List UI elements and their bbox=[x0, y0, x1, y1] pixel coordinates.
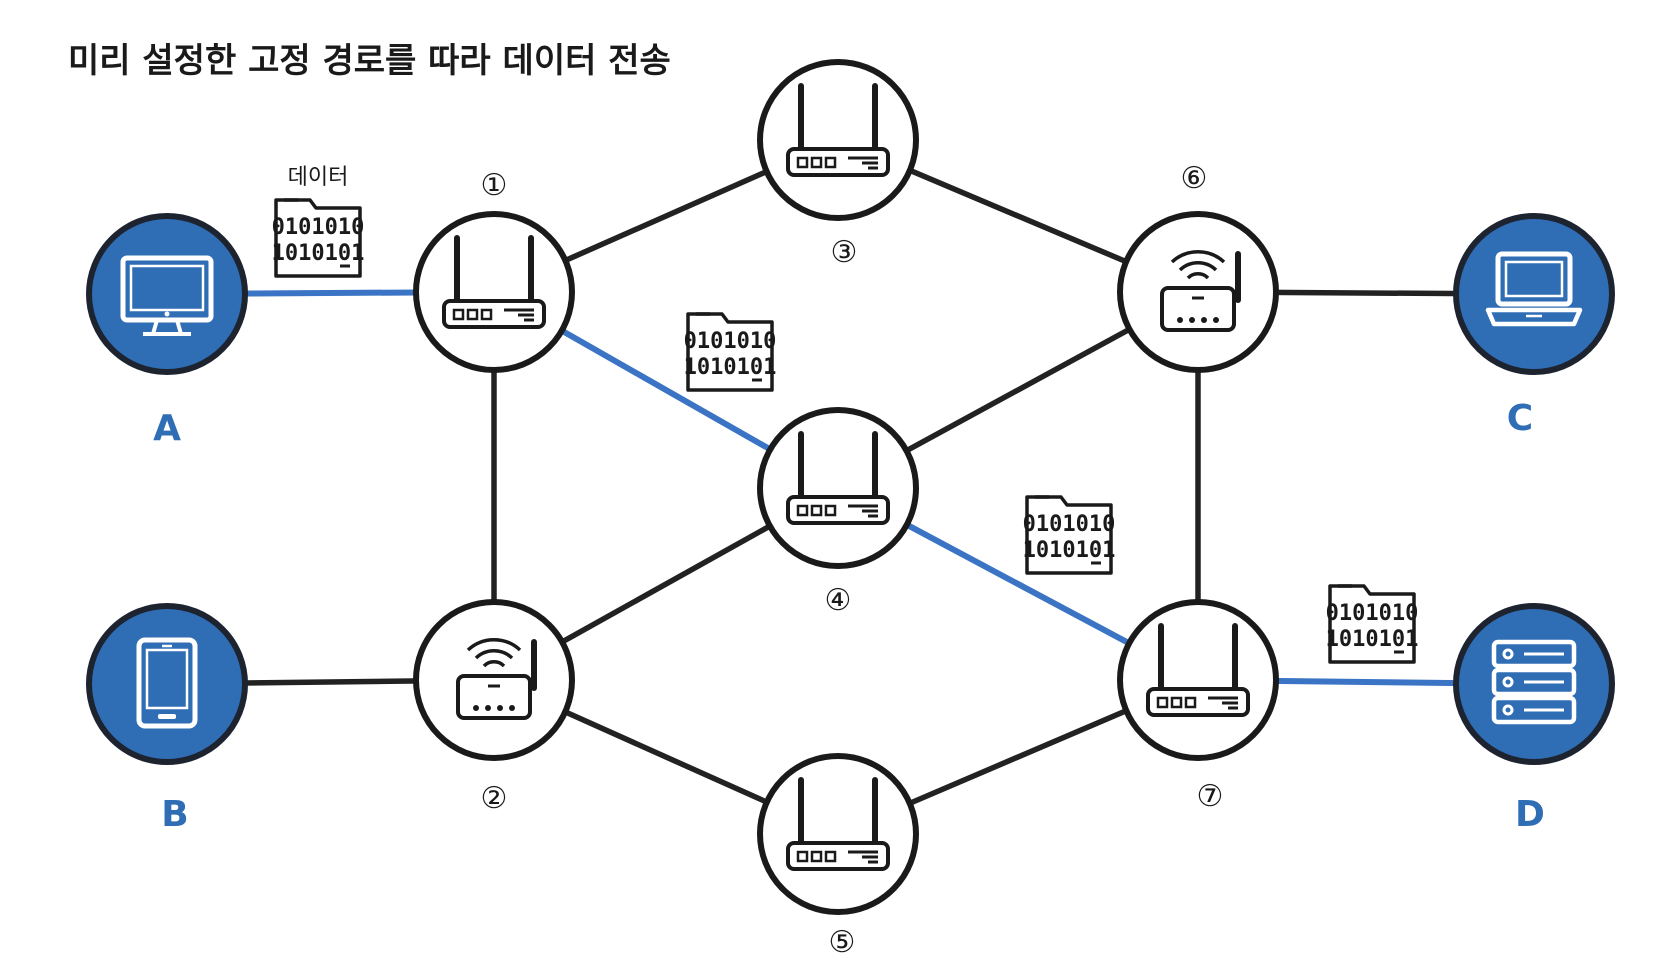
router-node-circle bbox=[757, 407, 919, 569]
device-D[interactable]: D bbox=[1453, 603, 1615, 835]
router-node-circle bbox=[1117, 599, 1279, 761]
device-label: B bbox=[161, 794, 188, 835]
router-node-label: ③ bbox=[831, 235, 858, 270]
packet-caption: 데이터 bbox=[288, 165, 349, 190]
router-node-label: ⑤ bbox=[829, 925, 856, 956]
router-node-5[interactable]: ⑤ bbox=[757, 753, 919, 956]
packet-bits-line2: 1010101 bbox=[684, 355, 777, 380]
router-node-1[interactable]: ① bbox=[413, 168, 575, 373]
router-node-circle bbox=[757, 59, 919, 221]
router-node-label: ⑦ bbox=[1197, 779, 1224, 814]
packet-bits-line1: 0101010 bbox=[684, 329, 777, 354]
device-label: C bbox=[1507, 398, 1533, 439]
device-A[interactable]: A bbox=[86, 213, 248, 449]
packet-bits-line2: 1010101 bbox=[272, 241, 365, 266]
diagram-title: 미리 설정한 고정 경로를 따라 데이터 전송 bbox=[68, 41, 671, 81]
device-label: D bbox=[1515, 794, 1545, 835]
router-node-3[interactable]: ③ bbox=[757, 59, 919, 270]
devices-layer: A B C D bbox=[86, 213, 1615, 835]
device-circle bbox=[86, 213, 248, 375]
device-C[interactable]: C bbox=[1453, 213, 1615, 439]
router-node-label: ② bbox=[481, 781, 508, 816]
router-node-2[interactable]: ② bbox=[413, 599, 575, 816]
nodes-layer: ① ② ③ ④ ⑤ ⑥ ⑦ bbox=[413, 59, 1279, 956]
packets-layer: 01010101010101데이터01010101010101010101010… bbox=[272, 165, 1419, 664]
device-circle bbox=[1453, 213, 1615, 375]
packet-bits-line1: 0101010 bbox=[1023, 512, 1116, 537]
router-node-7[interactable]: ⑦ bbox=[1117, 599, 1279, 814]
router-node-label: ⑥ bbox=[1181, 161, 1208, 196]
packet-bits-line1: 0101010 bbox=[272, 215, 365, 240]
router-node-circle bbox=[413, 211, 575, 373]
packet-bits-line2: 1010101 bbox=[1326, 627, 1419, 652]
router-node-label: ④ bbox=[825, 583, 852, 618]
router-node-label: ① bbox=[481, 168, 508, 203]
device-circle bbox=[1453, 603, 1615, 765]
device-circle bbox=[86, 603, 248, 765]
device-label: A bbox=[153, 408, 181, 449]
router-node-6[interactable]: ⑥ bbox=[1117, 161, 1279, 373]
packet-bits-line2: 1010101 bbox=[1023, 538, 1116, 563]
packet-bits-line1: 0101010 bbox=[1326, 601, 1419, 626]
router-node-circle bbox=[757, 753, 919, 915]
router-node-4[interactable]: ④ bbox=[757, 407, 919, 618]
device-B[interactable]: B bbox=[86, 603, 248, 835]
